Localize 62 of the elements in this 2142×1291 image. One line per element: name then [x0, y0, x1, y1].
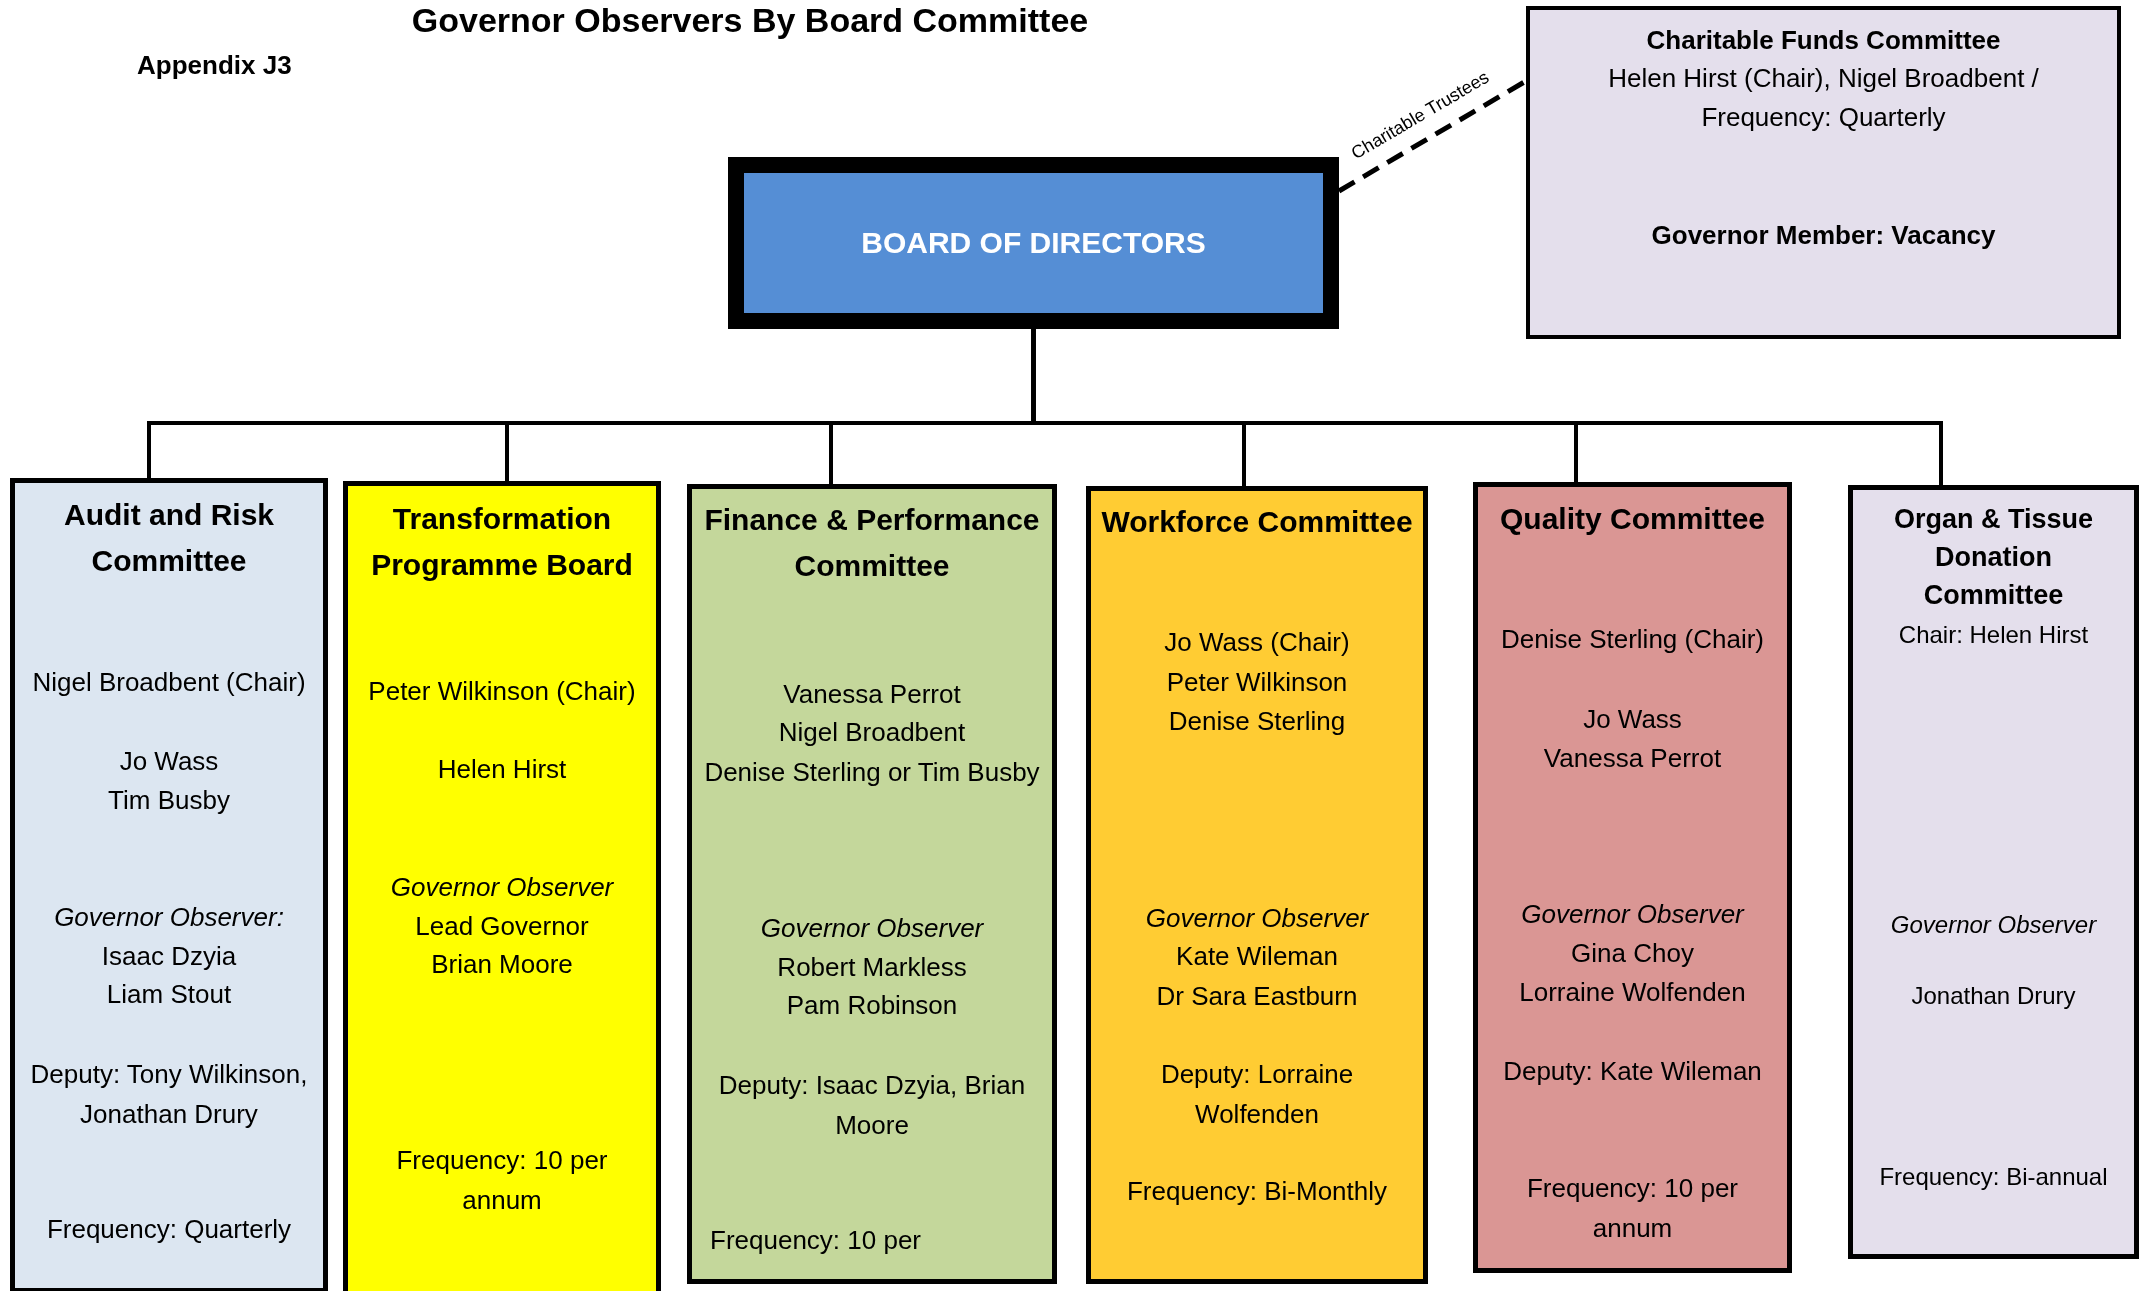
- committee-text: Tim Busby: [107, 784, 231, 817]
- committee-text: Lead Governor: [414, 910, 590, 943]
- committee-text: Denise Sterling: [1167, 705, 1347, 738]
- committee-text: Brian Moore: [430, 948, 574, 981]
- role-heading: Governor Observer:: [53, 901, 285, 934]
- committee-text: Nigel Broadbent (Chair): [31, 666, 307, 699]
- committee-box: [1526, 6, 2121, 339]
- committee-text: Gina Choy: [1570, 937, 1695, 970]
- diagram-title: Governor Observers By Board Committee: [410, 0, 1090, 40]
- committee-box: [687, 484, 1057, 1284]
- committee-text: Frequency: 10 per: [709, 1224, 922, 1257]
- committee-text: Jo Wass: [118, 745, 220, 778]
- committee-box: [10, 478, 328, 1291]
- role-heading: Governor Observer: [389, 871, 615, 904]
- committee-text: Robert Markless: [776, 951, 968, 984]
- committee-text: Liam Stout: [105, 978, 233, 1011]
- committee-text: Frequency: 10 per annum: [395, 1144, 609, 1217]
- committee-heading: Workforce Committee: [1100, 504, 1414, 540]
- committee-heading: Quality Committee: [1498, 501, 1767, 537]
- committee-text: Isaac Dzyia: [100, 940, 238, 973]
- committee-heading: Finance & Performance Committee: [703, 502, 1041, 584]
- appendix-label: Appendix J3: [137, 50, 292, 81]
- committee-text: Vanessa Perrot: [782, 678, 962, 711]
- committee-text: Frequency: Bi-Monthly: [1125, 1175, 1389, 1208]
- committee-text: Lorraine Wolfenden: [1518, 976, 1747, 1009]
- board-box: [728, 157, 1339, 329]
- role-heading: Governor Observer: [759, 912, 985, 945]
- committee-heading: Audit and Risk Committee: [63, 497, 275, 579]
- committee-heading: Organ & Tissue Donation Committee: [1892, 503, 2095, 612]
- committee-text: Denise Sterling (Chair): [1500, 623, 1765, 656]
- committee-text: Pam Robinson: [785, 989, 959, 1022]
- committee-text: Dr Sara Eastburn: [1155, 980, 1359, 1013]
- committee-text: Chair: Helen Hirst: [1897, 620, 2090, 650]
- committee-text: Peter Wilkinson: [1165, 666, 1349, 699]
- role-heading: Governor Observer: [1144, 902, 1370, 935]
- committee-heading: Charitable Funds Committee: [1645, 23, 2002, 57]
- committee-text: Frequency: Bi-annual: [1878, 1162, 2109, 1192]
- committee-text: Jo Wass: [1582, 703, 1683, 736]
- committee-text: Peter Wilkinson (Chair): [367, 675, 637, 708]
- committee-text: Frequency: Quarterly: [45, 1213, 293, 1246]
- committee-text: Kate Wileman: [1175, 940, 1339, 973]
- committee-text: Nigel Broadbent: [777, 716, 967, 749]
- committee-text: Deputy: Kate Wileman: [1502, 1055, 1763, 1088]
- committee-text: Frequency: 10 per annum: [1526, 1172, 1739, 1245]
- committee-box: [1473, 482, 1792, 1273]
- committee-text: Deputy: Tony Wilkinson, Jonathan Drury: [29, 1058, 309, 1131]
- committee-box: [343, 481, 661, 1291]
- committee-text: Jonathan Drury: [1910, 981, 2077, 1011]
- committee-text: Governor Member: Vacancy: [1650, 218, 1997, 252]
- committee-text: Deputy: Lorraine Wolfenden: [1159, 1058, 1355, 1131]
- committee-text: Deputy: Isaac Dzyia, Brian Moore: [717, 1069, 1027, 1142]
- committee-text: Jo Wass (Chair): [1163, 626, 1351, 659]
- committee-text: Vanessa Perrot: [1542, 742, 1723, 775]
- role-heading: Governor Observer: [1889, 910, 2098, 940]
- committee-text: Helen Hirst (Chair), Nigel Broadbent / Frequency: Quarterly: [1607, 61, 2040, 134]
- committee-text: Denise Sterling or Tim Busby: [703, 756, 1041, 789]
- committee-text: Helen Hirst: [436, 753, 568, 786]
- committee-heading: Transformation Programme Board: [370, 501, 634, 583]
- committee-box: [1086, 486, 1428, 1284]
- committee-box: [1848, 485, 2139, 1259]
- committee-heading: BOARD OF DIRECTORS: [860, 225, 1207, 261]
- role-heading: Governor Observer: [1520, 898, 1746, 931]
